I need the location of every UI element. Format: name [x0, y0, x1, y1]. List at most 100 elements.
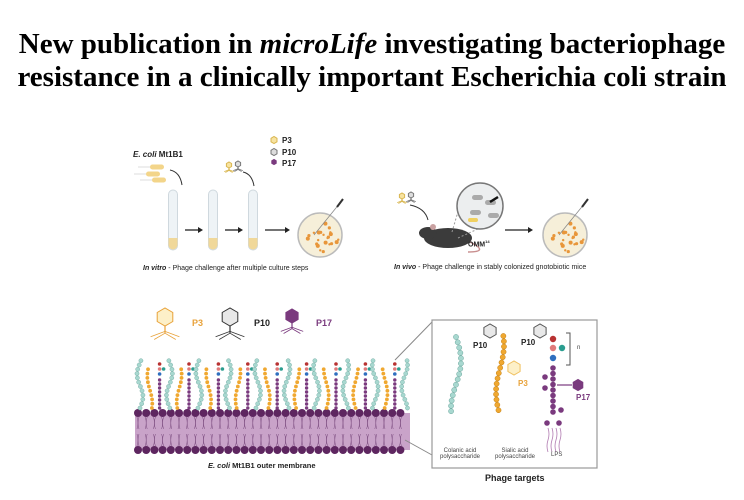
target-p10-lps: P10 — [521, 338, 536, 347]
sialic-unit — [238, 371, 243, 376]
lps-blue — [216, 372, 221, 376]
lipid-head — [257, 446, 265, 454]
sialic-unit — [495, 407, 502, 414]
sialic-unit — [293, 388, 297, 393]
colanic-unit — [369, 362, 375, 368]
colanic-unit — [258, 388, 263, 394]
sialic-unit — [266, 384, 270, 389]
phage-leg — [150, 331, 166, 338]
lipid-head — [150, 446, 159, 454]
colony — [572, 226, 576, 230]
phage-head — [398, 192, 406, 200]
colanic-unit — [170, 371, 175, 376]
lps-unit — [275, 402, 279, 406]
lipid-head — [388, 446, 397, 454]
lps-core-unit — [550, 392, 556, 399]
colony — [312, 231, 316, 234]
colanic-unit — [228, 366, 234, 372]
lps-unit — [304, 406, 309, 410]
petri-dish — [542, 212, 588, 258]
lps-unit — [275, 406, 279, 410]
phage-leg — [224, 169, 230, 172]
lps-unit — [304, 386, 309, 390]
lipid-tail — [202, 416, 205, 447]
sialic-unit — [179, 367, 184, 372]
colanic-unit — [456, 371, 463, 377]
membrane-caption: E. coli Mt1B1 outer membrane — [208, 461, 316, 470]
lipid-tail — [177, 416, 181, 447]
lipid-tail — [161, 416, 164, 447]
colony — [571, 235, 575, 239]
colanic-unit — [311, 405, 317, 411]
lps-core-unit — [550, 370, 556, 377]
lipid-head — [298, 409, 306, 417]
sialic-unit — [204, 376, 209, 380]
lps-unit — [334, 390, 338, 394]
lipid-head — [339, 446, 347, 454]
colanic-unit — [253, 375, 259, 381]
zoom-line — [394, 321, 433, 361]
inoculation-loop — [313, 202, 341, 236]
phage-leg — [229, 331, 245, 338]
lipid-tail — [243, 416, 246, 447]
arrow-head — [238, 227, 243, 233]
colanic-unit — [287, 371, 292, 376]
sialic-unit — [500, 349, 507, 355]
colanic-unit — [139, 401, 144, 407]
lipid-head — [380, 446, 388, 454]
sialic-unit — [294, 384, 298, 389]
colanic-unit — [137, 405, 143, 411]
phage-leg — [406, 199, 412, 202]
colanic-unit — [341, 392, 346, 398]
sialic-unit — [233, 397, 238, 402]
phage-leg — [234, 169, 239, 172]
lps-pink — [549, 344, 557, 352]
lps-unit — [393, 406, 397, 410]
colanic-unit — [193, 371, 199, 376]
lps-blue — [393, 372, 397, 376]
colony — [315, 243, 320, 248]
colanic-unit — [135, 375, 140, 381]
lps-unit — [157, 378, 162, 382]
colony — [316, 230, 321, 235]
colanic-unit — [343, 375, 349, 381]
colanic-unit — [169, 366, 175, 372]
sialic-unit — [385, 388, 390, 393]
petri-dish-in-vitro — [297, 198, 344, 258]
colanic-unit — [136, 379, 141, 385]
colanic-unit — [227, 362, 233, 368]
lipid-a-tail — [554, 427, 558, 453]
lps-blue — [157, 372, 162, 376]
culture-medium — [168, 238, 178, 250]
colanic-unit — [282, 392, 287, 398]
colanic-unit — [453, 381, 459, 388]
colanic-unit — [371, 401, 376, 407]
sialic-unit — [292, 393, 297, 397]
sialic-unit — [325, 401, 330, 406]
colanic-unit — [370, 405, 375, 411]
colanic-unit — [458, 355, 464, 362]
lipid-head — [158, 409, 167, 417]
lps-branch — [542, 374, 548, 380]
colanic-unit — [136, 362, 142, 368]
lps-red — [393, 362, 397, 366]
lps-unit — [334, 394, 338, 398]
petri-dish-in-vivo — [542, 198, 589, 258]
colony — [329, 242, 334, 246]
colanic-unit — [194, 362, 200, 368]
lps-unit — [216, 394, 221, 398]
phage-leg — [228, 170, 233, 173]
lipid-tail — [153, 416, 156, 447]
petri-dish — [297, 212, 343, 258]
sialic-unit — [237, 380, 241, 385]
lps-pink — [246, 367, 250, 371]
lipid-head — [142, 409, 151, 417]
colanic-unit — [370, 358, 376, 364]
sialic-unit — [322, 371, 326, 376]
lps-unit — [363, 390, 368, 394]
phage-p10 — [215, 307, 245, 340]
sialic-unit — [177, 384, 182, 389]
lipid-head — [191, 409, 200, 417]
sialic-unit — [353, 406, 358, 410]
